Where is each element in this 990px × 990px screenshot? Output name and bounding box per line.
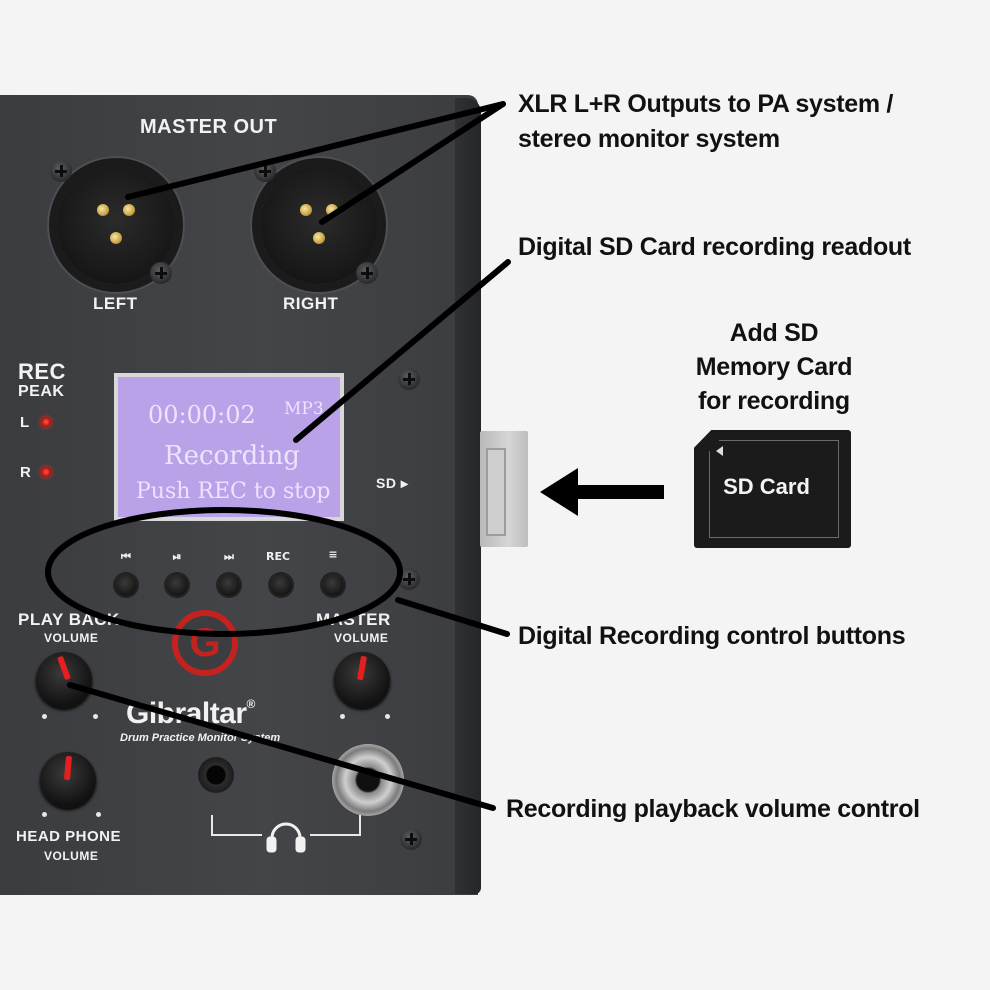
screw-icon <box>400 828 422 850</box>
left-output-label: LEFT <box>93 294 138 313</box>
registered-mark: ® <box>246 697 256 711</box>
knob-scale-dot <box>385 714 390 719</box>
right-output-label: RIGHT <box>283 294 339 313</box>
lcd-hint: Push REC to stop <box>136 479 331 504</box>
headphone-label: HEAD PHONE <box>16 828 122 845</box>
headphone-volume-label: VOLUME <box>44 849 99 863</box>
lcd-display: 00:00:02 MP3 Recording Push REC to stop <box>114 373 344 521</box>
skip-back-button[interactable] <box>115 574 137 596</box>
rec-peak-left-led <box>41 417 51 427</box>
peak-label: PEAK <box>18 383 65 400</box>
xlr-pin <box>300 204 312 216</box>
sd-card-outline <box>709 440 839 538</box>
skip-forward-button[interactable] <box>218 574 240 596</box>
master-label: MASTER <box>316 610 391 629</box>
xlr-pin <box>313 232 325 244</box>
xlr-pin <box>110 232 122 244</box>
gibraltar-logo: G <box>172 610 238 676</box>
knob-scale-dot <box>340 714 345 719</box>
insert-arrow-icon <box>540 468 664 516</box>
xlr-left-connector <box>57 166 175 284</box>
lcd-status: Recording <box>164 441 300 471</box>
brand-name: Gibraltar® <box>126 697 255 731</box>
screw-icon <box>398 568 420 590</box>
knob-scale-dot <box>93 714 98 719</box>
led-right-label: R <box>20 464 32 481</box>
knob-scale-dot <box>96 812 101 817</box>
callout-line-playback <box>67 682 496 811</box>
master-volume-label: VOLUME <box>334 631 389 645</box>
logo-letter: G <box>189 621 221 665</box>
screw-icon <box>398 368 420 390</box>
menu-button[interactable] <box>322 574 344 596</box>
headphone-mini-jack[interactable] <box>198 757 234 793</box>
callout-xlr-line1: XLR L+R Outputs to PA system / <box>518 90 894 118</box>
rec-label: REC <box>18 359 66 384</box>
play-pause-icon: ⏯ <box>172 550 182 563</box>
device-side-edge <box>455 98 481 894</box>
sd-card-corner-icon <box>716 446 723 456</box>
callout-xlr-line2: stereo monitor system <box>518 125 780 153</box>
knob-scale-dot <box>42 812 47 817</box>
headphone-bracket <box>211 815 361 836</box>
knob-scale-dot <box>42 714 47 719</box>
lcd-format: MP3 <box>284 399 324 419</box>
menu-icon: ≡ <box>328 548 338 561</box>
callout-control-buttons: Digital Recording control buttons <box>518 622 906 650</box>
callout-sd-readout: Digital SD Card recording readout <box>518 233 911 261</box>
callout-lines <box>45 101 511 811</box>
callout-add-sd-line3: for recording <box>698 387 850 415</box>
headphone-volume-knob[interactable] <box>40 752 96 808</box>
rec-button-label: REC <box>265 550 291 563</box>
callout-line-xlr-right <box>319 101 506 225</box>
rec-button[interactable] <box>270 574 292 596</box>
master-volume-knob[interactable] <box>334 652 390 708</box>
callout-line-buttons <box>395 597 510 637</box>
callout-line-xlr-left <box>125 101 506 200</box>
sd-card-label: SD Card <box>723 474 810 499</box>
xlr-pin <box>123 204 135 216</box>
screw-icon <box>150 262 172 284</box>
lcd-time: 00:00:02 <box>148 401 256 429</box>
headphone-icon <box>266 822 306 853</box>
brand-text: Gibraltar <box>126 697 247 730</box>
master-out-label: MASTER OUT <box>140 116 278 138</box>
rec-peak-right-led <box>41 467 51 477</box>
sd-slot-opening <box>486 448 506 536</box>
skip-forward-icon: ⏭ <box>224 550 234 563</box>
screw-icon <box>50 160 72 182</box>
playback-volume-knob[interactable] <box>36 652 92 708</box>
callout-add-sd-line2: Memory Card <box>695 353 853 381</box>
control-buttons-highlight <box>45 507 403 637</box>
callout-line-lcd <box>293 259 511 443</box>
screw-icon <box>356 262 378 284</box>
playback-volume-label: VOLUME <box>44 631 99 645</box>
led-left-label: L <box>20 414 30 431</box>
callout-add-sd-line1: Add SD <box>729 319 819 347</box>
sd-slot-label: SD ▸ <box>376 475 409 491</box>
callout-playback-volume: Recording playback volume control <box>506 795 920 823</box>
skip-back-icon: ⏮ <box>121 550 131 563</box>
play-pause-button[interactable] <box>166 574 188 596</box>
xlr-pin <box>97 204 109 216</box>
